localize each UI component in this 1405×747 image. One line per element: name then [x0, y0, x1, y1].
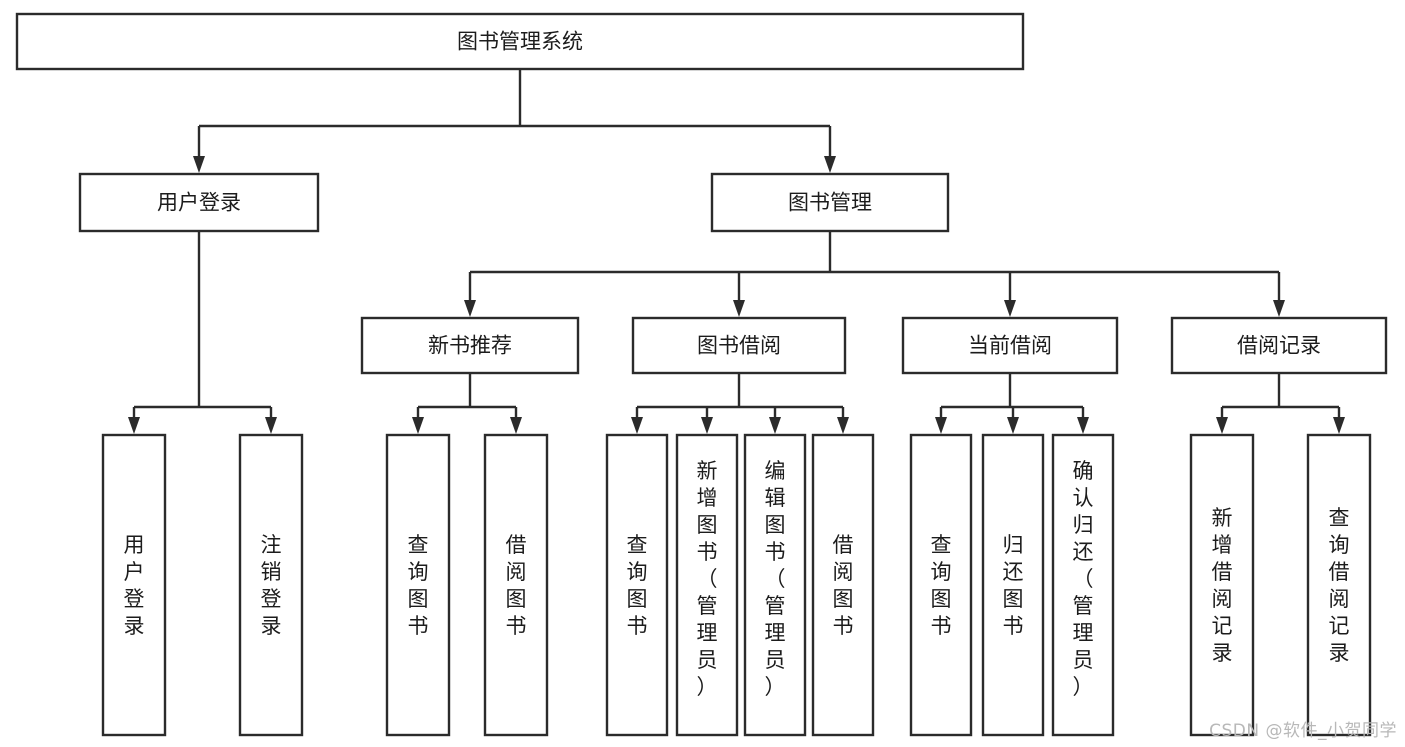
node-book-borrow[interactable]: 图书借阅 — [631, 316, 847, 375]
node-leaf-query-book-borrow[interactable]: 查询图书 — [605, 433, 669, 737]
node-box-leaf-user-login[interactable] — [101, 433, 167, 737]
node-current-borrow[interactable]: 当前借阅 — [901, 316, 1119, 375]
arrowhead-icon — [412, 417, 424, 434]
node-box-leaf-add-record[interactable] — [1189, 433, 1255, 737]
node-box-leaf-query-book-rec[interactable] — [385, 433, 451, 737]
node-label-leaf-return-book: 归还图书 — [1003, 533, 1024, 638]
arrowhead-icon — [631, 417, 643, 434]
node-leaf-add-book[interactable]: 新增图书（管理员） — [675, 433, 739, 737]
node-label-leaf-borrow-book: 借阅图书 — [833, 533, 854, 638]
node-box-leaf-borrow-book-rec[interactable] — [483, 433, 549, 737]
node-leaf-query-book-rec[interactable]: 查询图书 — [385, 433, 451, 737]
edge-group-current-borrow — [935, 373, 1089, 434]
node-leaf-borrow-book-rec[interactable]: 借阅图书 — [483, 433, 549, 737]
node-leaf-query-book-cur[interactable]: 查询图书 — [909, 433, 973, 737]
node-leaf-edit-book[interactable]: 编辑图书（管理员） — [743, 433, 807, 737]
arrowhead-icon — [733, 300, 745, 317]
arrowhead-icon — [1077, 417, 1089, 434]
node-box-leaf-confirm-return[interactable] — [1051, 433, 1115, 737]
node-label-new-book-recommend: 新书推荐 — [428, 334, 512, 358]
node-label-leaf-add-record: 新增借阅记录 — [1212, 506, 1233, 665]
node-box-user-login[interactable] — [78, 172, 320, 233]
node-label-leaf-confirm-return: 确认归还（管理员） — [1073, 459, 1094, 699]
arrowhead-icon — [1333, 417, 1345, 434]
node-user-login[interactable]: 用户登录 — [78, 172, 320, 233]
node-label-leaf-edit-book: 编辑图书（管理员） — [765, 459, 786, 699]
node-leaf-query-record[interactable]: 查询借阅记录 — [1306, 433, 1372, 737]
arrowhead-icon — [837, 417, 849, 434]
node-label-leaf-query-book-cur: 查询图书 — [931, 533, 952, 638]
arrowhead-icon — [128, 417, 140, 434]
node-label-root: 图书管理系统 — [457, 30, 583, 54]
arrowhead-icon — [701, 417, 713, 434]
node-label-leaf-query-book-rec: 查询图书 — [408, 533, 429, 638]
node-leaf-confirm-return[interactable]: 确认归还（管理员） — [1051, 433, 1115, 737]
node-label-leaf-query-book-borrow: 查询图书 — [627, 533, 648, 638]
watermark-text: CSDN @软件_小贺同学 — [1209, 721, 1397, 741]
arrowhead-icon — [510, 417, 522, 434]
node-new-book-recommend[interactable]: 新书推荐 — [360, 316, 580, 375]
arrowhead-icon — [1216, 417, 1228, 434]
node-book-manage[interactable]: 图书管理 — [710, 172, 950, 233]
node-box-new-book-recommend[interactable] — [360, 316, 580, 375]
edge-group-book-manage — [464, 231, 1285, 317]
node-leaf-return-book[interactable]: 归还图书 — [981, 433, 1045, 737]
node-box-leaf-add-book[interactable] — [675, 433, 739, 737]
node-label-book-borrow: 图书借阅 — [697, 334, 781, 358]
arrowhead-icon — [1273, 300, 1285, 317]
arrowhead-icon — [824, 156, 836, 173]
edge-group-borrow-record — [1216, 373, 1345, 434]
edges-layer — [128, 69, 1345, 434]
node-label-leaf-query-record: 查询借阅记录 — [1329, 506, 1350, 665]
arrowhead-icon — [265, 417, 277, 434]
node-box-leaf-logout-login[interactable] — [238, 433, 304, 737]
node-box-current-borrow[interactable] — [901, 316, 1119, 375]
node-box-leaf-query-book-borrow[interactable] — [605, 433, 669, 737]
node-box-borrow-record[interactable] — [1170, 316, 1388, 375]
node-label-current-borrow: 当前借阅 — [968, 334, 1052, 358]
arrowhead-icon — [464, 300, 476, 317]
node-box-leaf-borrow-book[interactable] — [811, 433, 875, 737]
node-borrow-record[interactable]: 借阅记录 — [1170, 316, 1388, 375]
node-leaf-logout-login[interactable]: 注销登录 — [238, 433, 304, 737]
node-label-leaf-logout-login: 注销登录 — [261, 533, 282, 638]
node-box-book-manage[interactable] — [710, 172, 950, 233]
node-label-user-login: 用户登录 — [157, 191, 241, 215]
arrowhead-icon — [935, 417, 947, 434]
node-label-book-manage: 图书管理 — [788, 191, 872, 215]
node-box-root[interactable] — [15, 12, 1025, 71]
arrowhead-icon — [769, 417, 781, 434]
node-box-leaf-query-record[interactable] — [1306, 433, 1372, 737]
edge-group-root — [193, 69, 836, 173]
node-label-borrow-record: 借阅记录 — [1237, 334, 1321, 358]
node-leaf-borrow-book[interactable]: 借阅图书 — [811, 433, 875, 737]
node-label-leaf-borrow-book-rec: 借阅图书 — [506, 533, 527, 638]
node-box-leaf-return-book[interactable] — [981, 433, 1045, 737]
edge-group-user-login — [128, 231, 277, 434]
arrowhead-icon — [1004, 300, 1016, 317]
node-box-leaf-query-book-cur[interactable] — [909, 433, 973, 737]
arrowhead-icon — [1007, 417, 1019, 434]
arrowhead-icon — [193, 156, 205, 173]
node-root[interactable]: 图书管理系统 — [15, 12, 1025, 71]
node-leaf-user-login[interactable]: 用户登录 — [101, 433, 167, 737]
edge-group-book-borrow — [631, 373, 849, 434]
node-box-book-borrow[interactable] — [631, 316, 847, 375]
node-box-leaf-edit-book[interactable] — [743, 433, 807, 737]
nodes-layer: 图书管理系统用户登录图书管理新书推荐图书借阅当前借阅借阅记录用户登录注销登录查询… — [15, 12, 1388, 737]
edge-group-new-book-recommend — [412, 373, 522, 434]
node-label-leaf-user-login: 用户登录 — [124, 533, 145, 638]
node-leaf-add-record[interactable]: 新增借阅记录 — [1189, 433, 1255, 737]
node-label-leaf-add-book: 新增图书（管理员） — [697, 459, 718, 699]
